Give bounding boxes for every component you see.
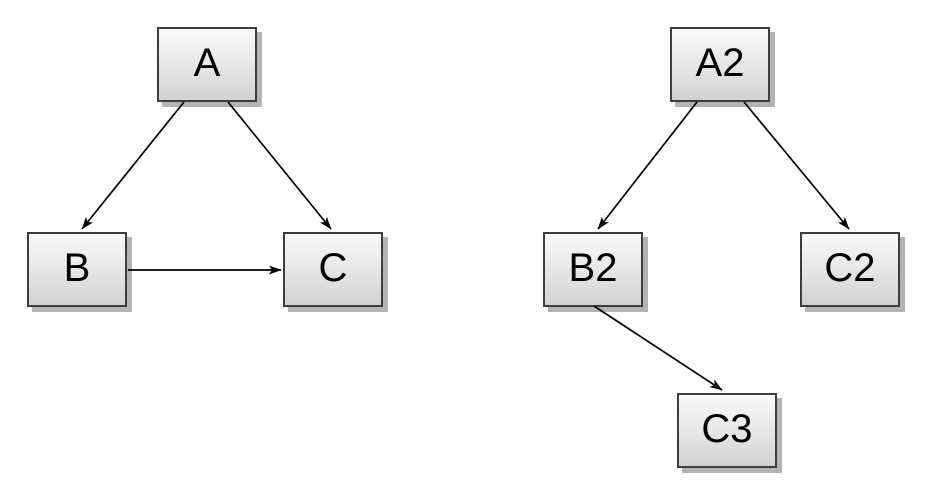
node-a2-label: A2 bbox=[695, 41, 745, 85]
node-c2-label: C2 bbox=[824, 246, 876, 290]
edge-a2-to-b2 bbox=[597, 101, 698, 230]
node-c2: C2 bbox=[800, 232, 900, 307]
node-b: B bbox=[27, 232, 127, 307]
node-b2: B2 bbox=[543, 232, 643, 307]
node-a2: A2 bbox=[670, 27, 770, 102]
edge-b2-to-c3 bbox=[593, 305, 723, 391]
edge-a-to-c bbox=[227, 101, 332, 230]
node-c3: C3 bbox=[677, 393, 777, 468]
edge-a-to-b bbox=[81, 101, 185, 230]
node-b-label: B bbox=[63, 246, 91, 290]
edge-a2-to-c2 bbox=[743, 101, 850, 230]
node-c-label: C bbox=[318, 246, 348, 290]
node-a: A bbox=[157, 27, 257, 102]
node-c3-label: C3 bbox=[701, 407, 753, 451]
node-c: C bbox=[283, 232, 383, 307]
node-a-label: A bbox=[193, 41, 221, 85]
node-b2-label: B2 bbox=[568, 246, 618, 290]
